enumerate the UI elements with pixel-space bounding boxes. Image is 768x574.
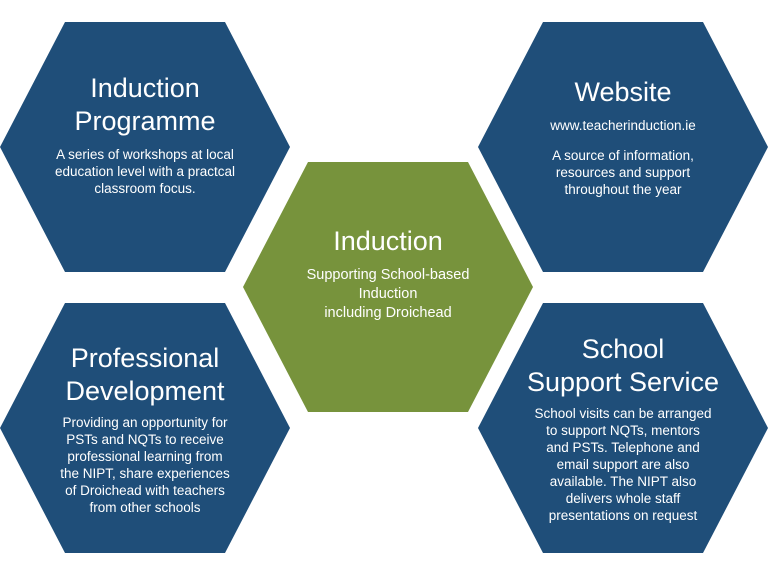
hexagon-website (478, 22, 768, 272)
hexagon-induction (243, 162, 533, 412)
website-text: Website www.teacherinduction.ie A source… (498, 76, 748, 198)
professional-development-description: Providing an opportunity for PSTs and NQ… (60, 415, 230, 515)
professional-development-text: Professional Development Providing an op… (20, 342, 270, 516)
website-url[interactable]: www.teacherinduction.ie (550, 118, 696, 133)
induction-programme-text: Induction Programme A series of workshop… (20, 72, 270, 197)
induction-programme-title: Induction Programme (74, 73, 216, 136)
school-support-service-title: School Support Service (526, 334, 720, 397)
website-title: Website (574, 77, 672, 107)
hexagon-induction-programme (0, 22, 290, 272)
induction-programme-description: A series of workshops at local education… (54, 147, 236, 196)
induction-title: Induction (333, 226, 443, 256)
school-support-service-text: School Support Service School visits can… (498, 333, 748, 524)
website-description: A source of information, resources and s… (552, 148, 694, 197)
induction-text: Induction Supporting School-based Induct… (263, 225, 513, 323)
professional-development-title: Professional Development (65, 343, 225, 406)
school-support-service-description: School visits can be arranged to support… (534, 406, 712, 523)
hexagon-school-support-service (478, 303, 768, 553)
hexagon-professional-development (0, 303, 290, 553)
induction-description: Supporting School-based Induction includ… (306, 267, 470, 321)
